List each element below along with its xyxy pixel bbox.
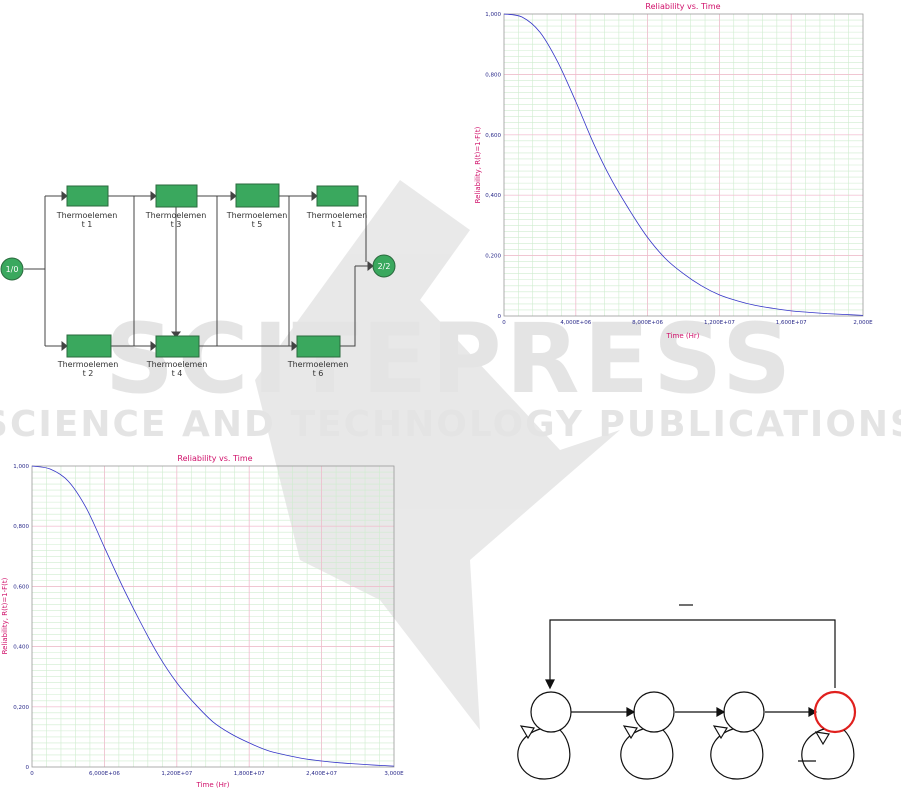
source-node	[0, 257, 24, 281]
block-label: Thermoelemen	[306, 211, 368, 220]
arrowhead	[808, 706, 818, 718]
component-block	[316, 185, 359, 207]
reliability-block-diagram	[24, 190, 374, 352]
self-loop	[801, 728, 855, 780]
x-tick-label: 2,400E+07	[306, 771, 337, 777]
self-loop-arrowhead	[519, 725, 535, 740]
x-tick-label: 0	[30, 771, 34, 777]
watermark: SCITEPRESS SCIENCE AND TECHNOLOGY PUBLIC…	[0, 180, 901, 730]
arrowhead	[291, 340, 298, 352]
arrowhead	[170, 331, 182, 338]
markov-state-diagram	[517, 604, 857, 780]
state-node	[530, 691, 572, 733]
connector-line	[340, 266, 356, 347]
rbd-terminal-nodes: 1/0 2/2	[0, 254, 396, 281]
x-tick-label: 0	[502, 320, 506, 326]
component-block	[66, 185, 109, 207]
feedback-arc	[549, 619, 836, 688]
arrowhead	[367, 260, 374, 272]
block-label: Thermoelemen	[287, 360, 349, 369]
plot-area-frame	[31, 465, 395, 768]
reliability-curve	[503, 13, 864, 316]
component-block	[296, 335, 341, 358]
x-tick-label: 8,000E+06	[632, 320, 663, 326]
chart-ylabel: Reliability, R(t)=1-F(t)	[474, 126, 482, 203]
x-tick-label: 2,000E	[853, 320, 873, 326]
block-label: t 1	[82, 220, 93, 229]
self-loop	[517, 728, 571, 780]
self-loop	[710, 728, 764, 780]
y-tick-label: 0,800	[485, 72, 501, 78]
chart-title: Reliability vs. Time	[177, 454, 252, 463]
y-tick-label: 0,600	[13, 584, 29, 590]
block-label: t 3	[171, 220, 182, 229]
component-block	[155, 335, 200, 358]
reliability-chart-top: Reliability vs. Time Time (Hr) Reliabili…	[474, 2, 873, 340]
x-tick-label: 3,000E	[384, 771, 404, 777]
block-label: t 6	[313, 369, 324, 378]
arrowhead	[150, 340, 157, 352]
source-node-label: 1/0	[6, 265, 19, 274]
y-tick-label: 0	[498, 314, 502, 320]
arrowhead	[150, 190, 157, 202]
sink-node	[372, 254, 396, 278]
block-label: Thermoelemen	[226, 211, 288, 220]
y-tick-label: 1,000	[485, 12, 501, 18]
component-block	[235, 183, 280, 208]
y-tick-label: 1,000	[13, 464, 29, 470]
component-block	[66, 334, 112, 358]
chart-title: Reliability vs. Time	[645, 2, 720, 11]
rbd-blocks	[66, 183, 359, 358]
self-loop-arrowhead	[814, 731, 830, 746]
block-label: Thermoelemen	[57, 360, 119, 369]
chart-xlabel: Time (Hr)	[666, 332, 700, 340]
arrowhead	[716, 706, 726, 718]
arrowhead	[230, 190, 237, 202]
watermark-arrow-shape	[255, 180, 620, 730]
arrowhead	[61, 190, 68, 202]
self-loop	[620, 728, 674, 780]
x-tick-label: 6,000E+06	[89, 771, 120, 777]
x-tick-label: 1,800E+07	[234, 771, 265, 777]
block-label: t 5	[252, 220, 263, 229]
chart-ylabel: Reliability, R(t)=1-F(t)	[1, 577, 9, 654]
self-loop-arrowhead	[622, 725, 638, 740]
reliability-curve	[31, 465, 395, 767]
block-label: t 4	[172, 369, 183, 378]
arrowhead	[311, 190, 318, 202]
y-tick-label: 0,400	[485, 193, 501, 199]
block-label: Thermoelemen	[145, 211, 207, 220]
reliability-chart-bottom: Reliability vs. Time Time (Hr) Reliabili…	[1, 454, 404, 789]
component-block	[155, 184, 198, 208]
block-label: t 2	[83, 369, 94, 378]
watermark-brand: SCITEPRESS	[105, 303, 795, 415]
block-label: Thermoelemen	[146, 360, 208, 369]
y-tick-label: 0,400	[13, 645, 29, 651]
y-tick-label: 0,600	[485, 133, 501, 139]
x-tick-label: 1,600E+07	[776, 320, 807, 326]
sink-node-label: 2/2	[378, 262, 391, 271]
y-tick-label: 0,200	[13, 705, 29, 711]
state-node	[633, 691, 675, 733]
state-node-failed	[813, 690, 857, 734]
state-node	[723, 691, 765, 733]
connector-line	[358, 195, 367, 262]
x-tick-label: 1,200E+07	[704, 320, 735, 326]
rbd-block-labels: Thermoelemen t 1 Thermoelemen t 3 Thermo…	[56, 211, 368, 378]
x-tick-label: 1,200E+07	[161, 771, 192, 777]
self-loop-arrowhead	[712, 725, 728, 740]
arrowhead	[61, 340, 68, 352]
chart-xlabel: Time (Hr)	[196, 781, 230, 789]
watermark-tagline: SCIENCE AND TECHNOLOGY PUBLICATIONS	[0, 404, 901, 445]
plot-area-frame	[503, 13, 864, 317]
arrowhead	[626, 706, 636, 718]
block-label: Thermoelemen	[56, 211, 118, 220]
y-tick-label: 0	[26, 765, 30, 771]
arrowhead	[545, 679, 555, 690]
y-tick-label: 0,800	[13, 524, 29, 530]
block-label: t 1	[332, 220, 343, 229]
x-tick-label: 4,000E+06	[560, 320, 591, 326]
y-tick-label: 0,200	[485, 254, 501, 260]
